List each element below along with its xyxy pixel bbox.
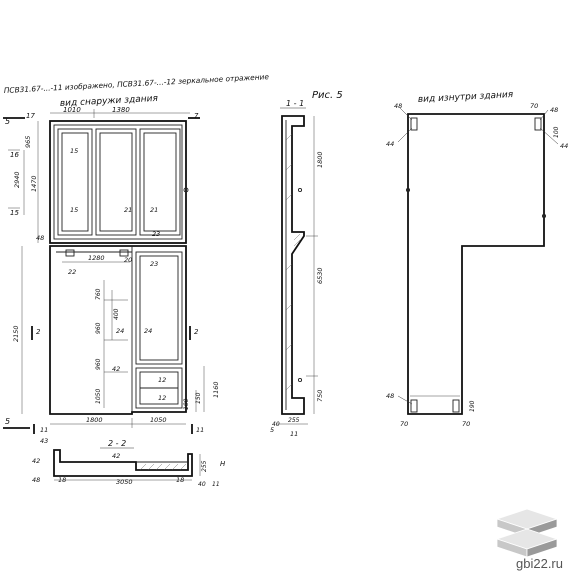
section-11-dim-255: 255 [288,417,300,424]
front-left-dim-16: 16 [10,151,19,159]
section-22-mark-43: 43 [40,437,48,445]
front-mark-42: 42 [112,365,120,373]
front-left-dim-965: 965 [24,136,32,148]
front-mark-22: 22 [68,268,76,276]
section-22-mark-42b: 42 [112,452,120,460]
inside-mark-48a: 48 [394,102,402,110]
front-inner-dim-760: 760 [95,288,102,300]
front-mark-24b: 24 [144,327,152,335]
front-left-mark-2: 2 [36,328,41,336]
section-22-mark-42a: 42 [32,457,40,465]
section-22-mark-18b: 18 [176,476,184,484]
section-11-dim-6530: 6530 [316,267,324,284]
front-mark-15b: 15 [70,206,78,214]
header-note: ПСВ31.67-...-11 изображено, ПСВ31.67-...… [4,72,270,95]
front-bottom-mark-11b: 11 [196,426,204,434]
front-mark-12b: 12 [158,394,166,402]
front-left-dim-2150: 2150 [12,325,20,342]
front-inner-dim-960a: 960 [95,322,102,334]
front-view: вид снаружи здания 1010 1380 5 17 7 16 9… [3,94,220,434]
front-inner-dim-960b: 960 [95,358,102,370]
front-mark-17: 17 [26,112,35,120]
front-mark-5: 5 [5,117,10,126]
front-bottom-dim-1050: 1050 [150,416,167,424]
front-mark-20: 20 [124,256,132,264]
front-inner-dim-400: 400 [113,308,120,320]
section-22-dim-H: H [220,460,226,468]
front-left-dim-1470: 1470 [30,175,38,192]
front-top-dim-1: 1010 [63,106,81,114]
section-11-dim-1800: 1800 [316,151,324,168]
inside-mark-70b: 70 [400,420,408,428]
inside-mark-190: 190 [469,400,476,412]
inside-view-title: вид изнутри здания [418,90,514,105]
front-mark-12a: 12 [158,376,166,384]
front-inner-dim-1280: 1280 [88,254,105,262]
inside-mark-100: 100 [553,126,560,138]
section-22-dim-255: 255 [201,460,208,472]
section-22-dim-3050: 3050 [116,478,133,486]
section-22-mark-48: 48 [32,476,40,484]
section-1-1: 1 - 1 1800 6530 750 40 255 11 5 [270,99,324,438]
front-right-dim-1160: 1160 [212,381,220,398]
inside-mark-70a: 70 [530,102,538,110]
front-left-dim-48: 48 [36,234,44,242]
front-left-dim-2940: 2940 [13,171,21,188]
inside-mark-48c: 48 [386,392,394,400]
front-bottom-mark-11a: 11 [40,426,48,434]
section-11-dim-750: 750 [316,390,324,402]
inside-mark-70c: 70 [462,420,470,428]
front-inner-dim-1050: 1050 [95,389,102,404]
section-11-mark-11: 11 [290,430,298,438]
front-mark-21a: 21 [124,206,132,214]
front-bottom-dim-1800: 1800 [86,416,103,424]
slab-bottom [495,528,559,558]
figure-number: Рис. 5 [312,90,343,101]
front-top-dim-2: 1380 [112,106,130,114]
front-right-dim-150: 150 [195,392,202,404]
watermark-text: gbi22.ru [516,556,563,571]
inside-mark-44b: 44 [560,142,568,150]
section-11-dim-40: 40 [272,421,280,428]
front-mark-15a: 15 [70,147,78,155]
inside-mark-48b: 48 [550,106,558,114]
section-22-mark-11: 11 [212,481,220,488]
inside-view: вид изнутри здания 48 44 70 48 100 44 48… [386,90,568,428]
stacked-slabs-icon [495,508,559,558]
section-22-mark-18a: 18 [58,476,66,484]
front-mark-21b: 21 [150,206,158,214]
front-right-mark-2: 2 [194,328,199,336]
front-bottom-mark-5: 5 [5,417,10,426]
watermark-logo [487,507,567,567]
slab-top [495,508,559,538]
section-22-mark-40: 40 [198,481,206,488]
front-mark-23a: 23 [152,230,160,238]
section-11-mark-5: 5 [270,426,274,434]
front-mark-24a: 24 [116,327,124,335]
front-mark-23b: 23 [150,260,158,268]
section-11-title: 1 - 1 [286,99,304,108]
section-22-title: 2 - 2 [108,439,126,448]
front-left-dim-15: 15 [10,209,19,217]
front-mark-7: 7 [194,112,199,120]
front-right-dim-100: 100 [183,398,190,410]
inside-mark-44a: 44 [386,140,394,148]
section-2-2: 2 - 2 3050 255 H 43 42 42 48 18 18 40 11 [32,437,226,488]
